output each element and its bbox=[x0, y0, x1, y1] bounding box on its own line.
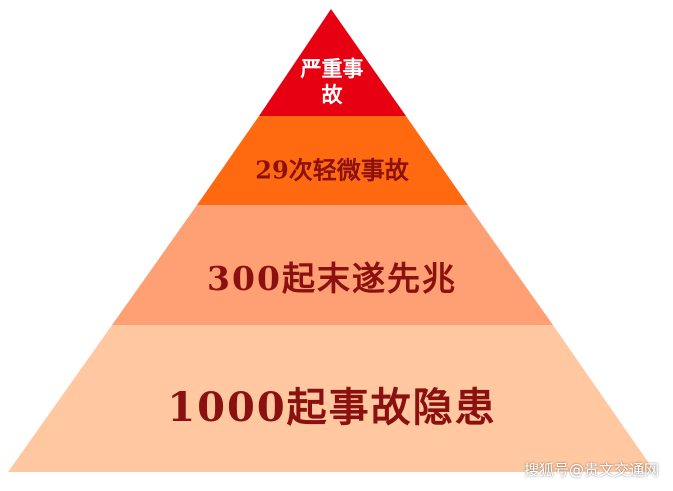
tier-label-near-misses: 300起末遂先兆 bbox=[207, 259, 457, 298]
tier-label-hazards: 1000起事故隐患 bbox=[167, 384, 497, 431]
pyramid-tier-base bbox=[8, 325, 655, 472]
tier-label-minor-accidents: 29次轻微事故 bbox=[255, 155, 409, 185]
watermark-text: 搜狐号@贵文交通网 bbox=[523, 461, 659, 479]
pyramid-tier-top bbox=[259, 9, 406, 116]
tier-label-serious-accident: 严重事故 bbox=[300, 56, 364, 107]
pyramid-tier-third bbox=[112, 205, 553, 325]
pyramid-tier-second bbox=[197, 116, 468, 205]
